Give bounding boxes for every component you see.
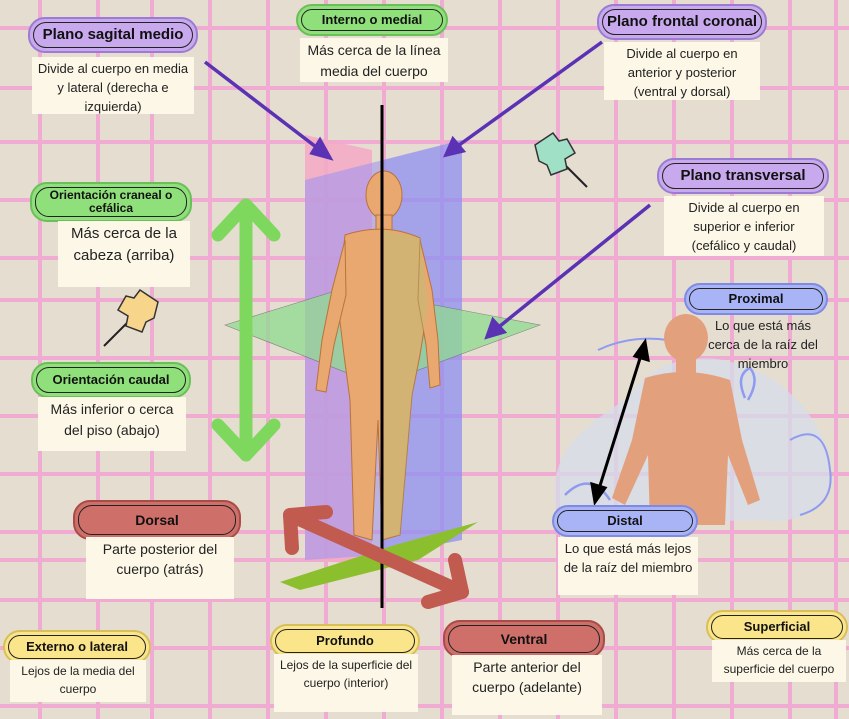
proximal-description: Lo que está más cerca de la raíz del mie… (700, 314, 826, 372)
craneal-description: Más cerca de la cabeza (arriba) (58, 221, 190, 287)
caudal-description: Más inferior o cerca del piso (abajo) (38, 397, 186, 451)
ventral-title: Ventral (443, 620, 605, 658)
externo-description: Lejos de la media del cuerpo (10, 660, 146, 702)
ventral-description: Parte anterior del cuerpo (adelante) (452, 655, 602, 715)
frontal-description: Divide al cuerpo en anterior y posterior… (604, 42, 760, 100)
transversal-title: Plano transversal (657, 158, 829, 194)
proximal-title: Proximal (684, 283, 828, 315)
profundo-title: Profundo (270, 624, 420, 658)
medial-title: Interno o medial (296, 4, 448, 36)
pushpin-icon (98, 282, 168, 352)
dorsal-description: Parte posterior del cuerpo (atrás) (86, 537, 234, 599)
distal-description: Lo que está más lejos de la raíz del mie… (558, 537, 698, 595)
superficial-description: Más cerca de la superficie del cuerpo (712, 640, 846, 682)
craneal-title: Orientación craneal o cefálica (30, 182, 192, 222)
transversal-description: Divide al cuerpo en superior e inferior … (664, 196, 824, 256)
transversal-arrow (495, 205, 650, 330)
sagital-title: Plano sagital medio (28, 17, 198, 53)
externo-title: Externo o lateral (3, 630, 151, 664)
medial-description: Más cerca de la línea media del cuerpo (300, 38, 448, 82)
sagital-description: Divide al cuerpo en media y lateral (der… (32, 57, 194, 114)
dorsal-title: Dorsal (73, 500, 241, 540)
caudal-title: Orientación caudal (31, 362, 191, 398)
pushpin-icon (525, 125, 595, 195)
distal-title: Distal (552, 505, 698, 537)
profundo-description: Lejos de la superficie del cuerpo (inter… (274, 654, 418, 712)
superficial-title: Superficial (706, 610, 848, 644)
frontal-title: Plano frontal coronal (597, 4, 767, 40)
